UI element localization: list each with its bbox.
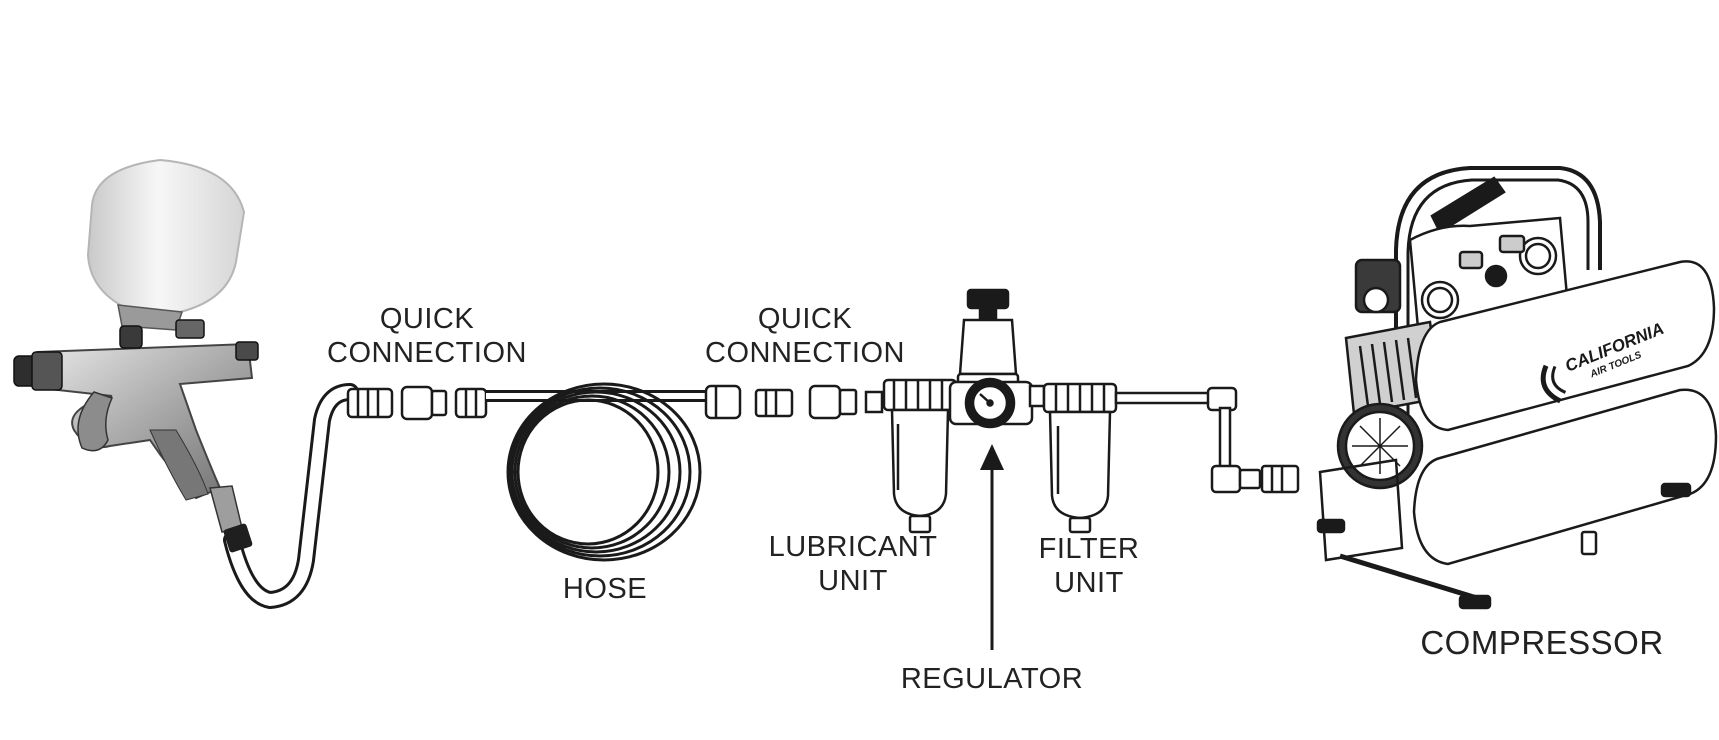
hose-coil: [486, 382, 708, 562]
supply-pipe: [1114, 386, 1300, 494]
quick-connection-right-label: QUICK CONNECTION: [690, 302, 920, 370]
quick-connection-left-fittings: [346, 385, 488, 421]
whip-hose: [223, 383, 359, 610]
quick-connection-right-line2: CONNECTION: [705, 337, 905, 369]
hose-label: HOSE: [540, 572, 670, 606]
gun-body: [36, 342, 254, 500]
quick-connection-left-label: QUICK CONNECTION: [312, 302, 542, 370]
lubricant-unit-drawing: [864, 378, 958, 534]
compressor-label-text: COMPRESSOR: [1420, 624, 1664, 661]
gun-trigger: [77, 391, 114, 452]
quick-connection-right-line1: QUICK: [757, 303, 853, 335]
gun-inlet-fitting: [209, 485, 243, 533]
regulator-drawing: [948, 288, 1034, 429]
lubricant-unit-label: LUBRICANT UNIT: [758, 530, 948, 598]
lubricant-unit-line1: LUBRICANT: [768, 531, 938, 563]
filter-unit-line2: UNIT: [1054, 567, 1124, 599]
quick-connection-left-line2: CONNECTION: [327, 337, 527, 369]
quick-connection-left-line1: QUICK: [379, 303, 475, 335]
paint-cup: [86, 158, 246, 314]
regulator-label: REGULATOR: [886, 662, 1098, 696]
upper-tank: [1414, 260, 1716, 432]
spray-gun: [13, 158, 259, 533]
compressor-label: COMPRESSOR: [1392, 624, 1692, 662]
handle-grip: [1430, 176, 1506, 234]
regulator-arrow: [980, 444, 1004, 650]
hose-label-text: HOSE: [562, 573, 648, 605]
regulator-label-text: REGULATOR: [900, 663, 1084, 695]
filter-unit-label: FILTER UNIT: [1024, 532, 1154, 600]
filter-unit-line1: FILTER: [1038, 533, 1140, 565]
compressor-drawing: [1316, 166, 1718, 610]
lubricant-unit-line2: UNIT: [818, 565, 888, 597]
filter-unit-drawing: [1028, 382, 1118, 534]
fluid-knob: [235, 341, 259, 361]
quick-connection-right-fittings: [704, 384, 858, 420]
